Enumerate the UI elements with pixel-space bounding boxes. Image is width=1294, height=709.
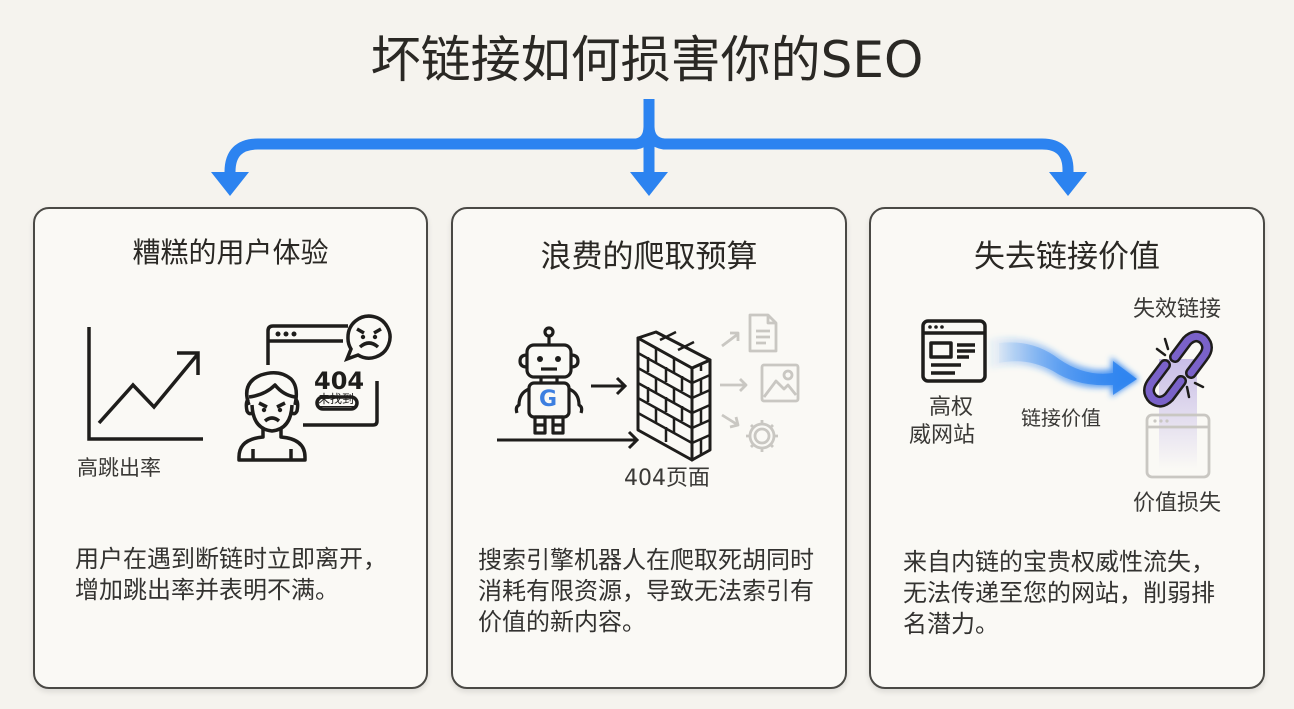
card-lost-link-equity: 失去链接价值 高权 威网站	[869, 207, 1265, 689]
high-authority-label: 威网站	[909, 423, 976, 448]
angry-user-icon	[237, 371, 307, 462]
card-title: 浪费的爬取预算	[540, 239, 758, 275]
value-loss-label: 价值损失	[1133, 491, 1222, 516]
google-robot-icon	[514, 326, 584, 435]
browser-window-icon	[266, 314, 392, 427]
card-description: 来自内链的宝贵权威性流失，无法传递至您的网站，削弱排名潜力。	[903, 548, 1215, 638]
brick-wall-icon	[636, 330, 712, 462]
card-title: 失去链接价值	[974, 239, 1160, 275]
error-code: 404	[314, 367, 365, 395]
card-poor-user-experience: 糟糕的用户体验 高跳出率	[33, 207, 428, 689]
card-description: 用户在遇到断链时立即离开，增加跳出率并表明不满。	[75, 545, 387, 604]
card-title: 糟糕的用户体验	[132, 236, 329, 269]
faded-resources-icon	[720, 313, 800, 452]
google-badge: G	[539, 387, 558, 412]
link-value-label: 链接价值	[1021, 406, 1101, 430]
bounce-rate-label: 高跳出率	[77, 456, 161, 480]
broken-link-label: 失效链接	[1133, 297, 1222, 322]
website-icon	[921, 319, 987, 383]
404-page-label: 404页面	[624, 466, 710, 491]
trend-up-chart-icon	[87, 327, 203, 441]
main-title: 坏链接如何损害你的SEO	[370, 31, 924, 89]
broken-link-icon	[1143, 330, 1213, 408]
card-description: 搜索引擎机器人在爬取死胡同时消耗有限资源，导致无法索引有价值的新内容。	[478, 546, 814, 636]
card-wasted-crawl-budget: 浪费的爬取预算 G	[451, 207, 847, 689]
high-authority-label-1: 高权	[929, 395, 974, 420]
crawl-arrows-icon	[497, 376, 640, 450]
flow-arrow-icon	[989, 337, 1139, 397]
not-found-text: 未找到	[318, 392, 355, 407]
